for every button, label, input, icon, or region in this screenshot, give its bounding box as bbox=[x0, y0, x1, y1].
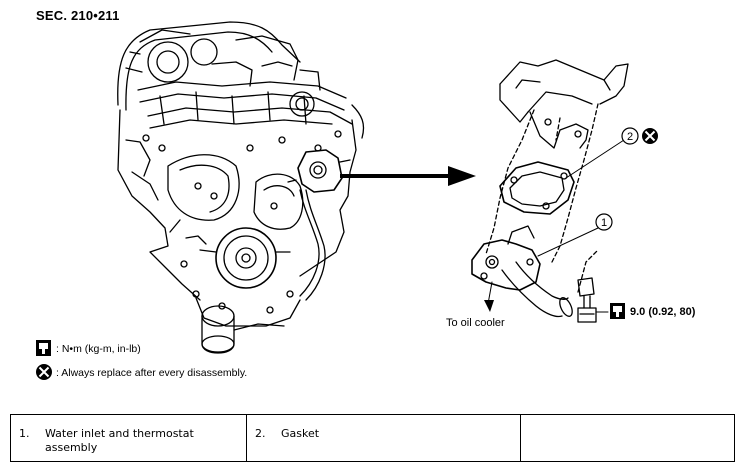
detail-arrow bbox=[340, 166, 476, 186]
callout-part-2: 2 bbox=[621, 127, 658, 145]
oil-cooler-label: To oil cooler bbox=[446, 317, 505, 329]
part-number: 1. bbox=[19, 427, 30, 440]
part-number: 2. bbox=[255, 427, 266, 440]
torque-value: 9.0 (0.92, 80) bbox=[630, 306, 696, 318]
legend-replace-text: : Always replace after every disassembly… bbox=[56, 367, 247, 379]
table-cell-part-1: 1. Water inlet and thermostat assembly bbox=[10, 414, 247, 462]
part-2-number: 2 bbox=[627, 131, 633, 143]
part-label: Water inlet and thermostat assembly bbox=[45, 427, 194, 454]
part-1-number: 1 bbox=[601, 217, 607, 229]
torque-callout: 9.0 (0.92, 80) bbox=[610, 303, 696, 319]
legend-torque-text: : N•m (kg-m, in-lb) bbox=[56, 343, 141, 355]
do-not-reuse-icon bbox=[642, 128, 658, 144]
torque-wrench-icon bbox=[36, 340, 51, 356]
exploded-view-diagram: 2 1 To oil cooler 9.0 (0.92, 80) : N•m (… bbox=[36, 21, 696, 380]
table-cell-part-2: 2. Gasket bbox=[246, 414, 521, 462]
legend: : N•m (kg-m, in-lb) : Always replace aft… bbox=[36, 340, 247, 380]
section-title: SEC. 210•211 bbox=[36, 8, 120, 23]
torque-wrench-icon bbox=[610, 303, 625, 319]
engine-illustration bbox=[117, 21, 365, 354]
table-cell-empty bbox=[520, 414, 735, 462]
parts-table: 1. Water inlet and thermostat assembly 2… bbox=[10, 414, 735, 462]
table-row: 1. Water inlet and thermostat assembly 2… bbox=[10, 414, 735, 462]
part-label: Gasket bbox=[281, 427, 320, 440]
callout-part-1: 1 bbox=[595, 213, 613, 231]
exploded-detail bbox=[471, 59, 629, 323]
do-not-reuse-icon bbox=[36, 364, 52, 380]
